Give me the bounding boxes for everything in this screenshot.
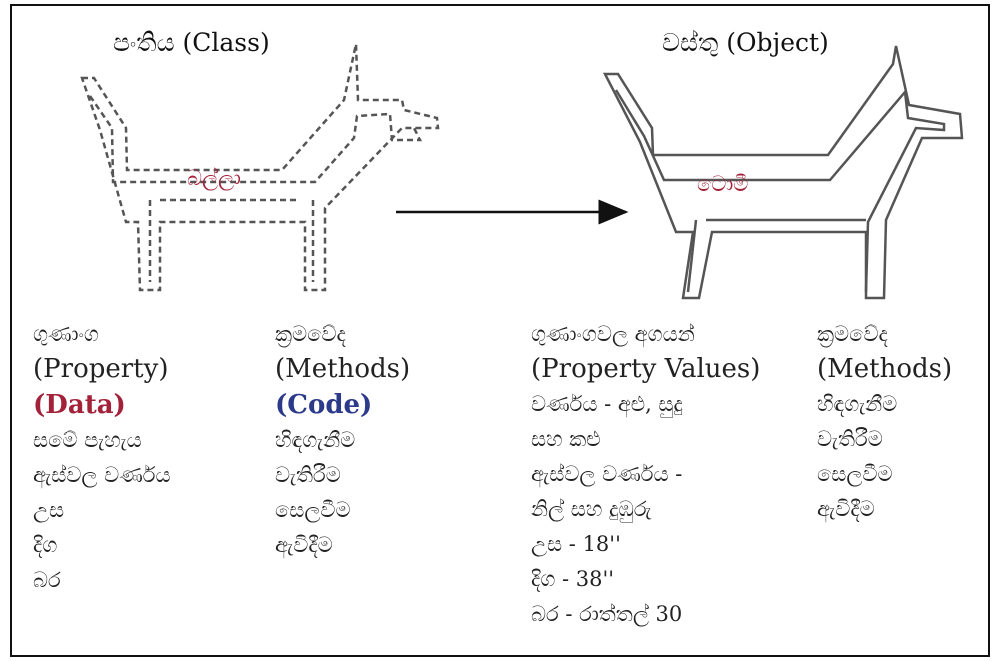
- diagram-frame: [10, 4, 990, 657]
- data-tag: (Data): [33, 390, 126, 420]
- value-item: ඇස්වල වර්ණය -: [531, 462, 683, 486]
- object-dog-label: ටොමී: [697, 172, 749, 196]
- value-item: නිල් සහ දුඹුරු: [531, 497, 652, 521]
- class-property-header-en: (Property): [33, 354, 169, 384]
- property-item: දිග: [33, 533, 58, 557]
- code-tag: (Code): [275, 390, 373, 420]
- value-item: වර්ණය - අළු, සුදු: [531, 392, 683, 416]
- class-property-column: ගුණාංග (Property) (Data) සමේ පැහැය ඇස්වල…: [33, 318, 268, 598]
- class-title: පංතිය (Class): [113, 28, 270, 57]
- object-methods-header: ක්‍රමවේද: [817, 322, 888, 346]
- method-item: වැතිරීම: [275, 463, 341, 487]
- method-item: ඇවිදීම: [275, 533, 333, 557]
- object-methods-column: ක්‍රමවේද (Methods) හිඳගැනීම වැතිරීම සෙලව…: [817, 318, 987, 527]
- class-methods-column: ක්‍රමවේද (Methods) (Code) හිඳගැනීම වැතිර…: [275, 318, 450, 563]
- class-property-header: ගුණාංග: [33, 322, 99, 346]
- method-item: සෙලවීම: [817, 462, 893, 486]
- value-item: උස - 18'': [531, 532, 621, 556]
- object-values-column: ගුණාංගවල අගයන් (Property Values) වර්ණය -…: [531, 318, 776, 632]
- method-item: ඇවිදීම: [817, 497, 875, 521]
- value-item: දිග - 38'': [531, 567, 615, 591]
- object-dog-outline: [602, 45, 964, 300]
- object-values-header-en: (Property Values): [531, 354, 761, 384]
- method-item: වැතිරීම: [817, 427, 883, 451]
- class-dog-label: බල්ලා: [187, 166, 241, 190]
- property-item: සමේ පැහැය: [33, 428, 142, 452]
- object-values-header: ගුණාංගවල අගයන්: [531, 322, 695, 346]
- property-item: බර: [33, 568, 61, 592]
- object-title: වස්තු (Object): [662, 28, 829, 57]
- method-item: සෙලවීම: [275, 498, 351, 522]
- property-item: ඇස්වල වර්ණය: [33, 463, 171, 487]
- class-methods-header-en: (Methods): [275, 354, 411, 384]
- value-item: බර - රාත්තල් 30: [531, 602, 683, 626]
- value-item: සහ කළු: [531, 427, 601, 451]
- property-item: උස: [33, 498, 65, 522]
- class-dog-outline: [80, 43, 440, 292]
- object-methods-header-en: (Methods): [817, 354, 953, 384]
- method-item: හිඳගැනීම: [817, 392, 898, 416]
- class-methods-header: ක්‍රමවේද: [275, 322, 346, 346]
- method-item: හිඳගැනීම: [275, 428, 356, 452]
